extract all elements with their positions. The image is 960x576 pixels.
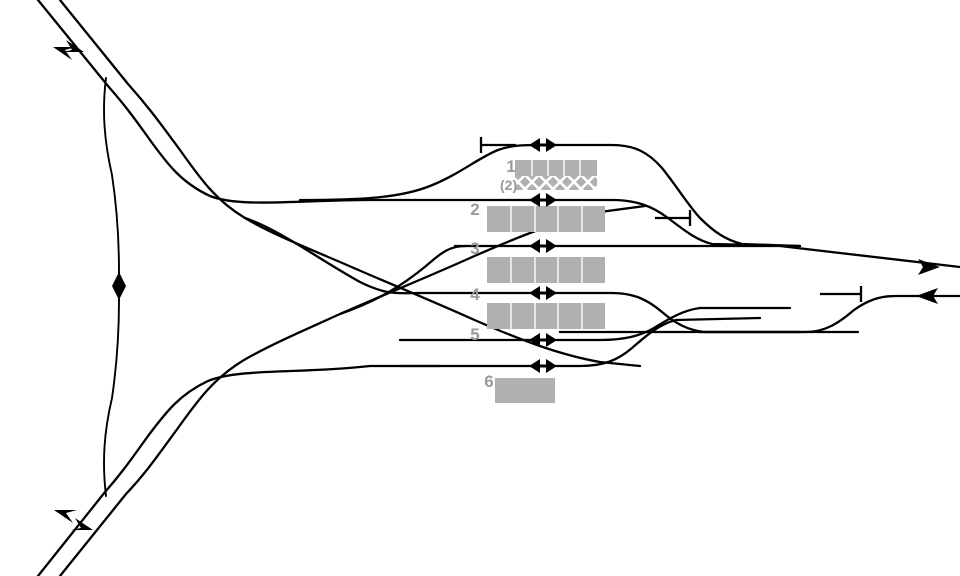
buffer-stops [479, 137, 863, 302]
direction-arrows [53, 40, 940, 530]
bidirectional-marker-track-3 [529, 239, 557, 253]
chord-upper [103, 77, 120, 273]
platform-labels: 1 (2) 2 3 4 5 6 [470, 157, 517, 391]
bidirectional-marker-track-1 [529, 138, 557, 152]
track-sw-outer [36, 364, 442, 576]
platform-box-4 [487, 303, 605, 329]
direction-arrow-east-outbound [918, 259, 940, 275]
direction-arrow-southwest-outbound [54, 510, 77, 523]
platform-box-6 [495, 378, 555, 403]
platform-box-1 [515, 160, 597, 190]
platform-boxes [487, 160, 605, 403]
direction-arrow-connector-vertical [112, 272, 126, 300]
buffer-stop-track-1-west [479, 137, 516, 153]
line-track-6 [398, 316, 762, 368]
platform-sublabel-1: (2) [500, 177, 517, 193]
track-sw-inner [58, 204, 647, 576]
bidirectional-marker-track-5 [529, 333, 557, 347]
line-track-4 [416, 291, 802, 334]
direction-arrow-east-inbound [916, 288, 938, 304]
direction-arrow-northwest-inbound [62, 40, 84, 52]
platform-label-6: 6 [484, 372, 493, 391]
direction-arrow-northwest-outbound [53, 47, 76, 60]
platform-label-2: 2 [470, 200, 479, 219]
buffer-stop-track-1-east [655, 210, 692, 226]
platform-label-1: 1 [506, 157, 515, 176]
platform-box-2 [487, 206, 605, 232]
platform-label-4: 4 [470, 285, 480, 304]
direction-arrow-southwest-inbound [71, 518, 93, 530]
buffer-stop-siding-east [820, 286, 863, 302]
bidirectional-marker-track-2 [529, 193, 557, 207]
platform-label-3: 3 [470, 239, 479, 258]
bidirectional-marker-track-4 [529, 286, 557, 300]
track-nw-inner [58, 0, 642, 368]
connector-sw-to-track-3 [338, 244, 468, 316]
bidirectional-markers [529, 138, 557, 373]
west-southwest-approach [36, 204, 647, 576]
line-siding-east [698, 294, 960, 334]
platform-box-3 [487, 257, 605, 283]
line-track-5 [398, 306, 792, 342]
line-track-3 [453, 244, 960, 269]
chord-lower [103, 299, 120, 497]
bidirectional-marker-track-6 [529, 359, 557, 373]
connector-to-track-4 [243, 216, 422, 295]
station-throat-connectors [243, 143, 960, 368]
west-northwest-approach [36, 0, 642, 368]
platform-label-5: 5 [470, 325, 479, 344]
track-nw-outer [36, 0, 472, 204]
